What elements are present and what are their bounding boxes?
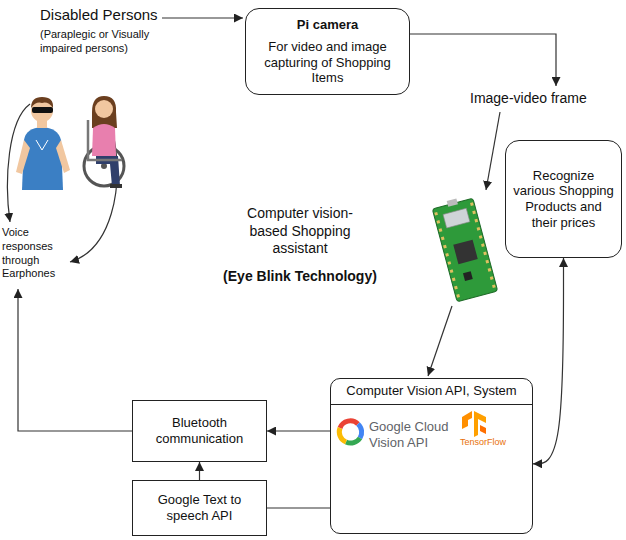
- connector-layer: [200, 258, 564, 508]
- connector: [267, 507, 330, 508]
- box-body: For video and image capturing of Shoppin…: [252, 39, 403, 86]
- actor-title: Disabled Persons: [40, 6, 180, 25]
- box-text: Bluetooth communication: [139, 415, 260, 446]
- api-arrow: [428, 306, 452, 376]
- actor-note: (Paraplegic or Visually impaired persons…: [40, 28, 172, 56]
- camera-box: Pi cameraFor video and image capturing o…: [245, 8, 410, 95]
- voice-arrow: [18, 289, 132, 431]
- box-heading: Pi camera: [297, 17, 358, 33]
- logo-text: TensorFlow: [447, 437, 519, 448]
- tensorflow-icon: [462, 411, 486, 437]
- input-arrow: [162, 17, 243, 18]
- connector: [533, 258, 564, 464]
- logo-text: Google Cloud Vision API: [369, 419, 455, 450]
- box-text: Google Text to speech API: [139, 492, 260, 523]
- vision-api-box: Computer Vision API, SystemGoogle Cloud …: [330, 378, 533, 534]
- box-text: Recognize various Shopping Products and …: [512, 168, 615, 230]
- connector: [267, 430, 330, 431]
- box-heading: Computer Vision API, System: [331, 379, 532, 405]
- paraplegic-person: [84, 96, 124, 188]
- google-cloud-icon: [339, 421, 361, 443]
- system-subtitle: (Eye Blink Technology): [205, 268, 395, 286]
- recognition-box: Recognize various Shopping Products and …: [505, 140, 622, 258]
- frame-arrow: [410, 34, 556, 86]
- flow-label: Image-video frame: [470, 90, 610, 108]
- board-arrow: [486, 112, 500, 190]
- system-title: Computer vision-based Shopping assistant: [230, 205, 370, 258]
- pico-board: [431, 194, 497, 301]
- bluetooth-box: Bluetooth communication: [132, 400, 267, 462]
- output-note: Voice responses through Earphones: [2, 226, 66, 281]
- visually-impaired-person: [16, 97, 70, 190]
- flow-lines: [7, 18, 556, 431]
- tts-box: Google Text to speech API: [132, 480, 267, 536]
- connector: [199, 462, 200, 480]
